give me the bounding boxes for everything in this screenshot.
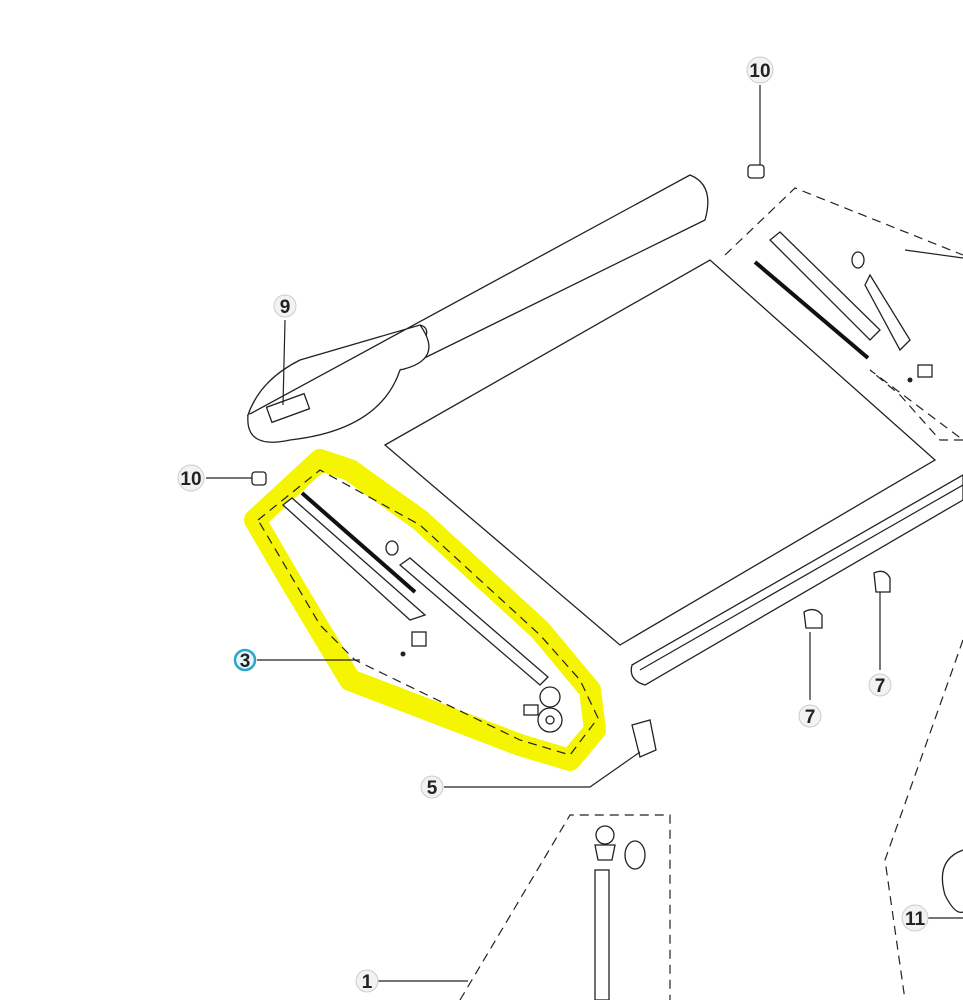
callout-3-selected[interactable]: 3 (233, 648, 257, 672)
right-group-boundary (724, 187, 963, 441)
part-5 (631, 719, 657, 758)
callout-7-a[interactable]: 7 (798, 704, 822, 728)
cassette-part (246, 174, 709, 443)
right-group-parts (753, 231, 933, 383)
callout-label: 7 (805, 707, 816, 728)
part-11 (941, 849, 963, 914)
callout-9[interactable]: 9 (273, 294, 297, 318)
callout-10-left[interactable]: 10 (177, 464, 205, 492)
arm-group-boundary (459, 814, 671, 1000)
callout-label: 11 (905, 909, 926, 930)
arm-parts (594, 825, 646, 1000)
callout-5[interactable]: 5 (420, 775, 444, 799)
callout-11[interactable]: 11 (901, 904, 929, 932)
callout-10-top[interactable]: 10 (746, 56, 774, 84)
callout-label: 10 (749, 61, 770, 82)
callout-label: 1 (362, 972, 373, 993)
group-3-parts (281, 491, 563, 733)
leader-lines (206, 85, 963, 982)
part-10-top (747, 164, 765, 179)
group-3-boundary (257, 469, 599, 756)
part-10-left (251, 471, 267, 486)
right-lower-boundary (884, 639, 963, 1000)
callout-1[interactable]: 1 (355, 969, 379, 993)
callout-7-b[interactable]: 7 (868, 673, 892, 697)
front-bar-part (630, 474, 963, 686)
callout-label: 3 (240, 651, 251, 672)
part-7-b (873, 570, 891, 593)
callout-label: 10 (180, 469, 201, 490)
callout-label: 9 (280, 297, 291, 318)
selection-highlight (244, 449, 606, 771)
fabric-panel (383, 259, 937, 646)
part-7-a (803, 608, 823, 629)
callout-label: 7 (875, 676, 886, 697)
callout-label: 5 (427, 778, 438, 799)
